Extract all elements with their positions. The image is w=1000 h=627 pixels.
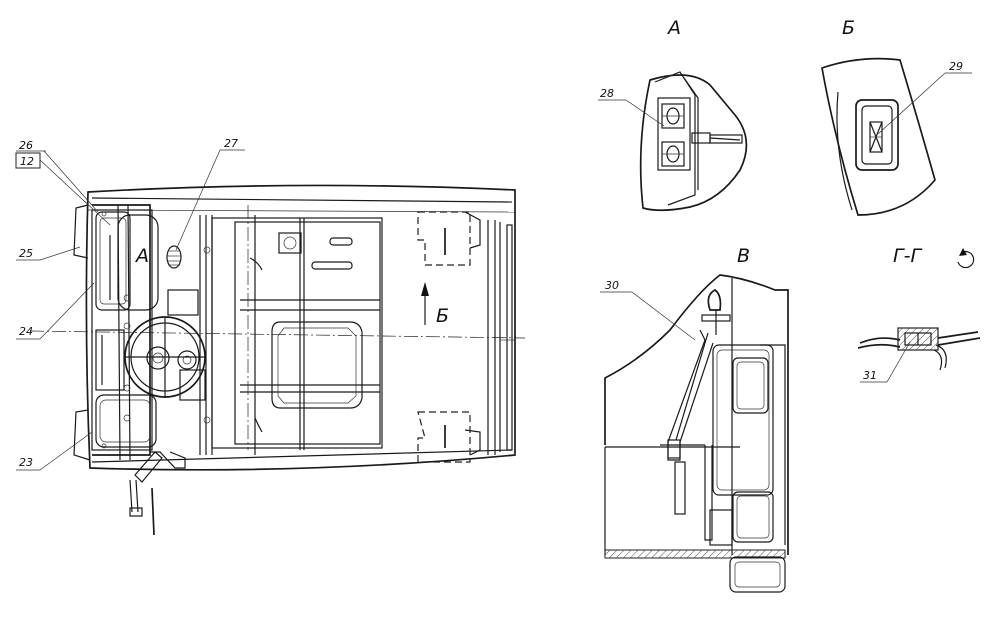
view-a-title: А xyxy=(666,17,681,39)
section-g-detail: Г-Г 31 xyxy=(857,245,981,383)
callout-30: 30 xyxy=(605,279,619,292)
rotate-arrow-icon xyxy=(959,248,967,256)
view-a-detail: А 28 xyxy=(598,17,748,212)
main-view-label-b: Б xyxy=(436,305,449,327)
cab-plan-view: А Б xyxy=(29,184,526,536)
callout-29: 29 xyxy=(949,60,963,73)
callout-25: 25 xyxy=(19,247,33,260)
section-g-title: Г-Г xyxy=(893,245,922,267)
callout-23: 23 xyxy=(19,456,33,469)
view-b-detail: Б 29 xyxy=(821,17,972,216)
callout-24: 24 xyxy=(19,325,33,338)
callout-26: 26 xyxy=(19,139,33,152)
view-v-detail: В 30 xyxy=(600,245,789,593)
view-v-title: В xyxy=(737,245,750,267)
callout-12: 12 xyxy=(20,155,34,168)
main-view-callouts: 26 12 25 24 23 27 xyxy=(15,137,245,471)
rotate-icon xyxy=(957,250,975,269)
callout-28: 28 xyxy=(600,87,614,100)
view-b-title: Б xyxy=(842,17,855,39)
main-view-label-a: А xyxy=(134,245,149,267)
callout-31: 31 xyxy=(863,369,877,382)
callout-27: 27 xyxy=(224,137,238,150)
